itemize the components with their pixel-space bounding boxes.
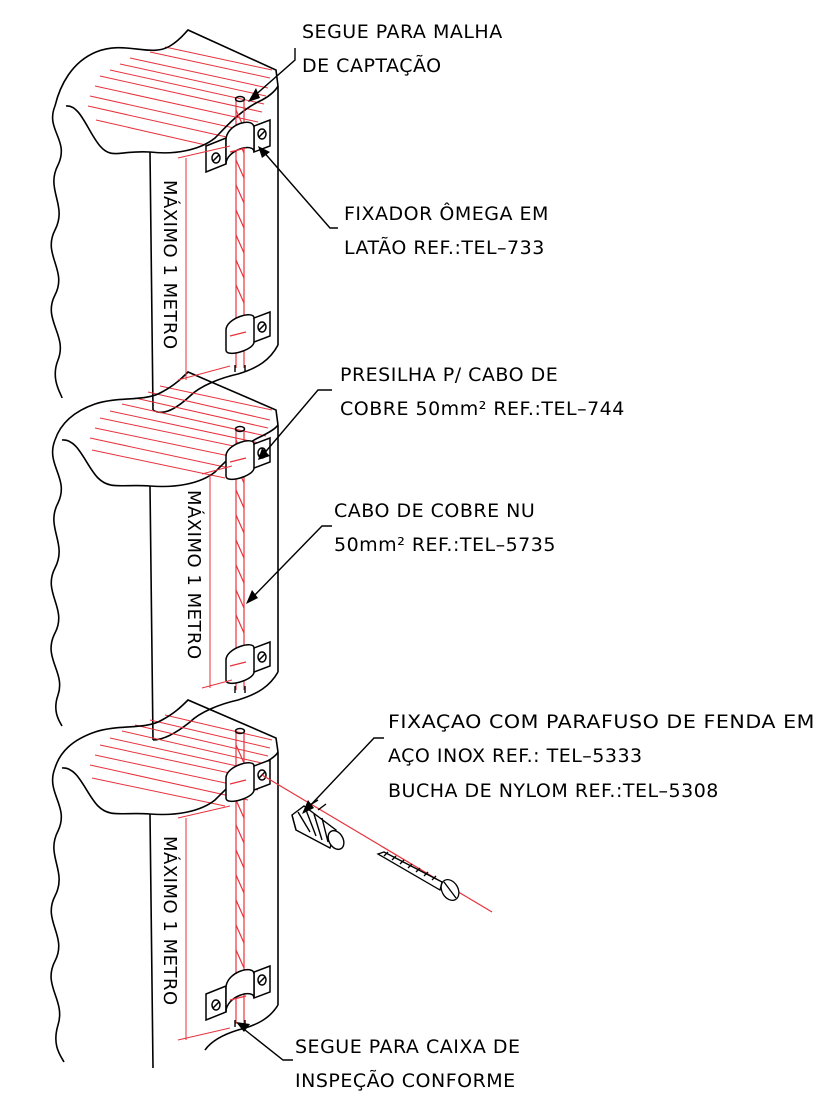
label-line: PRESILHA P/ CABO DE [340,364,558,386]
top-face-hatch [87,46,273,147]
label-line: FIXADOR ÔMEGA EM [344,201,549,225]
label-top-continue: SEGUE PARA MALHA DE CAPTAÇÃO [302,21,503,77]
parapet-segment-1 [50,29,279,414]
screw-and-anchor [261,774,493,913]
label-line: BUCHA DE NYLOM REF.:TEL–5308 [388,780,719,802]
label-line: SEGUE PARA MALHA [302,21,503,43]
dimension-lines [177,145,233,1041]
screw [376,851,460,901]
label-line: INSPEÇÃO CONFORME [295,1069,516,1092]
label-cable: CABO DE COBRE NU 50mm² REF.:TEL–5735 [334,500,556,556]
spacing-label-1: MÁXIMO 1 METRO [159,180,181,350]
omega-fixer-top [205,118,271,174]
leader-arrowheads [236,88,314,1032]
spacing-label-2: MÁXIMO 1 METRO [183,490,205,660]
label-clip: PRESILHA P/ CABO DE COBRE 50mm² REF.:TEL… [340,364,625,420]
label-line: LATÃO REF.:TEL–733 [344,236,545,259]
nylon-anchor [291,799,345,851]
cable-clip-2 [225,436,271,480]
spacing-label-3: MÁXIMO 1 METRO [159,836,181,1006]
label-line: COBRE 50mm² REF.:TEL–744 [340,398,625,420]
label-omega-fixer: FIXADOR ÔMEGA EM LATÃO REF.:TEL–733 [344,201,549,259]
label-bottom-continue: SEGUE PARA CAIXA DE INSPEÇÃO CONFORME [295,1036,521,1092]
cable-clip-1 [225,310,271,354]
omega-fixer-bottom [205,964,271,1022]
copper-cable [234,95,246,1027]
label-line: SEGUE PARA CAIXA DE [295,1036,521,1058]
label-line: DE CAPTAÇÃO [302,54,442,77]
label-screw-fixing: FIXAÇAO COM PARAFUSO DE FENDA EM AÇO INO… [388,711,815,802]
leader-lines [239,48,384,1061]
label-line: CABO DE COBRE NU [334,500,535,522]
label-line: AÇO INOX REF.: TEL–5333 [388,745,643,767]
cable-clip-3 [225,640,271,684]
label-line: 50mm² REF.:TEL–5735 [334,534,556,556]
label-line: FIXAÇAO COM PARAFUSO DE FENDA EM [388,711,815,733]
cable-clip-4 [225,758,271,802]
